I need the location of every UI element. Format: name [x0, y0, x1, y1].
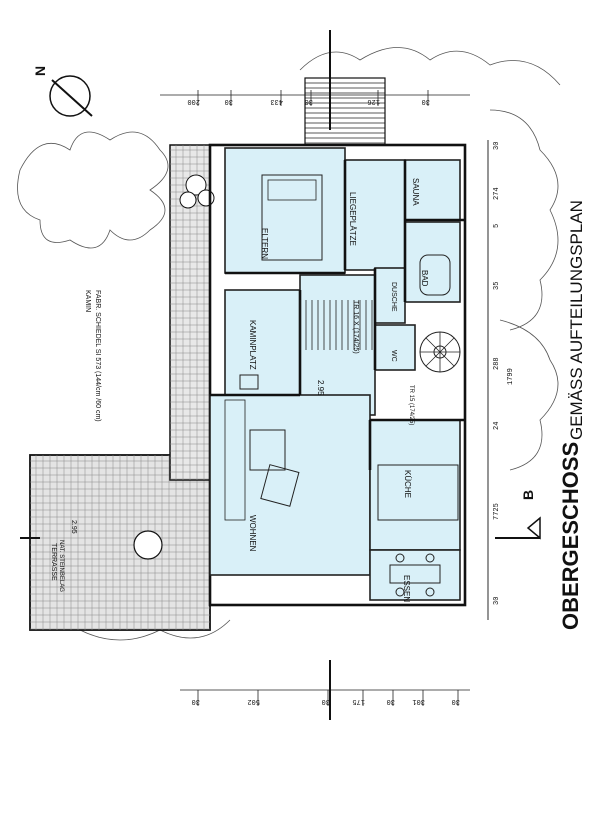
dimension-label: 288 — [493, 357, 501, 370]
label-kueche: KÜCHE — [403, 470, 412, 498]
dimension-label: 274 — [493, 187, 501, 200]
note-kamin-1: KAMIN — [84, 290, 91, 312]
label-bad: BAD — [420, 270, 429, 287]
label-kaminplatz: KAMINPLATZ — [248, 320, 257, 370]
dimension-label: 30 — [225, 97, 233, 105]
dimension-label: 433 — [270, 97, 283, 105]
dimension-label: 35 — [493, 282, 501, 290]
label-wohnen: WOHNEN — [248, 515, 257, 552]
dimension-label: 301 — [412, 697, 425, 705]
room-kaminplatz — [224, 289, 301, 396]
dimension-label: 502 — [247, 697, 260, 705]
section-marker-label: B — [520, 490, 536, 500]
room-stair-hall — [299, 274, 376, 416]
dimension-label: 30 — [493, 597, 501, 605]
label-eltern: ELTERN — [260, 228, 269, 259]
north-label: N — [32, 66, 48, 76]
room-liegeplatz — [344, 159, 406, 271]
note-stair-2: TR 15 (174/25) — [408, 385, 414, 425]
dimension-label: 200 — [187, 97, 200, 105]
plan-title: OBERGESCHOSS — [558, 442, 583, 630]
room-dusche — [374, 267, 406, 324]
label-terrasse: TERRASSE — [50, 543, 57, 581]
notes: KAMIN FABR. SCHIEDEL SI 573 (144/cm /60 … — [84, 290, 414, 425]
room-eltern — [224, 147, 346, 274]
dimension-label: 126 — [367, 97, 380, 105]
dimension-label: 1799 — [507, 368, 515, 385]
note-stair: TR 16 X (174/25) — [352, 300, 359, 354]
furniture — [224, 174, 459, 597]
room-sauna — [404, 159, 461, 221]
dimension-label: 30 — [192, 697, 200, 705]
dimension-label: 30 — [305, 97, 313, 105]
room-labels: ELTERN LIEGEPLÄTZE SAUNA BAD DUSCHE WC K… — [50, 178, 429, 602]
terrace-area — [29, 144, 215, 631]
dimension-label: 30 — [387, 697, 395, 705]
room-wc — [374, 324, 416, 371]
room-kueche — [369, 419, 461, 551]
label-wc: WC — [390, 350, 397, 362]
dimension-label: 30 — [322, 697, 330, 705]
room-essen — [369, 549, 461, 601]
dimension-label: 30 — [452, 697, 460, 705]
label-sauna: SAUNA — [411, 178, 420, 206]
label-dusche: DUSCHE — [390, 282, 397, 312]
section-marker: B — [520, 490, 541, 540]
label-essen: ESSEN — [402, 575, 411, 602]
rooms — [209, 147, 461, 601]
dimension-label: 7725 — [493, 503, 501, 520]
stairs — [299, 77, 461, 373]
label-liegeplatz: LIEGEPLÄTZE — [348, 192, 357, 246]
note-kamin-2: FABR. SCHIEDEL SI 573 (144/cm /60 cm) — [94, 290, 101, 422]
label-terrasse-level: 2.95 — [70, 520, 77, 534]
plan-subtitle: GEMÄSS AUFTEILUNGSPLAN — [567, 200, 586, 440]
inner-walls — [210, 160, 465, 470]
note-level: 2.95 — [316, 380, 325, 396]
section-arrow-icon — [526, 516, 541, 540]
north-arrow-icon: N — [32, 66, 93, 117]
label-terrasse-note: NAT. STEINBELAG — [58, 540, 64, 592]
dimension-label: 175 — [352, 697, 365, 705]
dimension-label: 24 — [493, 422, 501, 430]
room-wohnen — [209, 394, 371, 576]
dimension-label: 30 — [493, 142, 501, 150]
room-bad — [404, 221, 461, 303]
dimension-label: 30 — [422, 97, 430, 105]
dimension-label: 5 — [493, 224, 501, 228]
